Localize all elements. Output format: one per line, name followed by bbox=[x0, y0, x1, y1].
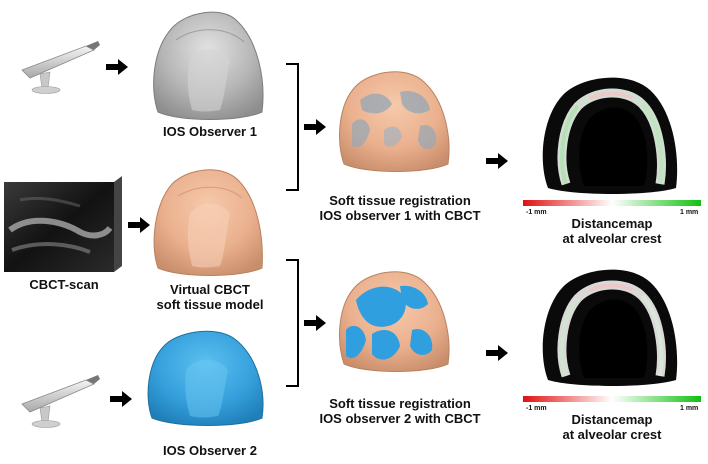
cbct-scan-image bbox=[4, 176, 122, 272]
distancemap-1-label-line1: Distancemap bbox=[571, 216, 653, 231]
bracket-top bbox=[286, 63, 299, 191]
registration-1-label-line1: Soft tissue registration bbox=[329, 193, 471, 208]
scale-1-min-label: -1 mm bbox=[526, 209, 547, 216]
registration-2-model bbox=[339, 271, 450, 372]
distancemap-2-label-line2: at alveolar crest bbox=[562, 427, 662, 442]
registration-2-label-line1: Soft tissue registration bbox=[329, 396, 471, 411]
virtual-cbct-model bbox=[153, 169, 263, 276]
ios-observer-1-label: IOS Observer 1 bbox=[163, 124, 257, 139]
registration-2-label: Soft tissue registration IOS observer 2 … bbox=[310, 396, 490, 426]
arrow-bracket1-to-registration bbox=[304, 119, 326, 135]
distancemap-1 bbox=[542, 77, 678, 194]
distancemap-1-label: Distancemap at alveolar crest bbox=[552, 216, 672, 246]
registration-1-model bbox=[339, 71, 450, 172]
registration-2-label-line2: IOS observer 2 with CBCT bbox=[319, 411, 481, 426]
virtual-cbct-label-line2: soft tissue model bbox=[156, 297, 264, 312]
scale-1-max-label: 1 mm bbox=[680, 209, 699, 216]
distancemap-2-label-line1: Distancemap bbox=[571, 412, 653, 427]
distancemap-2-label: Distancemap at alveolar crest bbox=[552, 412, 672, 442]
virtual-cbct-label-line1: Virtual CBCT bbox=[170, 282, 250, 297]
arrow-registration1-to-distancemap bbox=[486, 153, 508, 169]
bracket-bottom bbox=[286, 259, 299, 387]
registration-1-label-line2: IOS observer 1 with CBCT bbox=[319, 208, 481, 223]
scale-2-max-label: 1 mm bbox=[680, 405, 699, 412]
scale-2-min-label: -1 mm bbox=[526, 405, 547, 412]
ios-observer-1-model bbox=[153, 11, 264, 120]
distancemap-2 bbox=[542, 269, 678, 386]
distancemap-1-color-scale bbox=[523, 200, 701, 206]
distancemap-1-label-line2: at alveolar crest bbox=[562, 231, 662, 246]
ios-observer-2-model bbox=[147, 330, 264, 426]
intraoral-scanner-icon bbox=[21, 41, 100, 94]
ios-observer-2-label: IOS Observer 2 bbox=[163, 443, 257, 458]
arrow-bracket2-to-registration bbox=[304, 315, 326, 331]
arrow-cbct-to-model bbox=[128, 217, 150, 233]
cbct-scan-label: CBCT-scan bbox=[29, 277, 99, 292]
distancemap-2-color-scale bbox=[523, 396, 701, 402]
intraoral-scanner-icon bbox=[21, 375, 100, 428]
arrow-scanner2-to-model bbox=[110, 391, 132, 407]
arrow-registration2-to-distancemap bbox=[486, 345, 508, 361]
virtual-cbct-label: Virtual CBCT soft tissue model bbox=[140, 282, 280, 312]
arrow-scanner1-to-model bbox=[106, 59, 128, 75]
registration-1-label: Soft tissue registration IOS observer 1 … bbox=[310, 193, 490, 223]
